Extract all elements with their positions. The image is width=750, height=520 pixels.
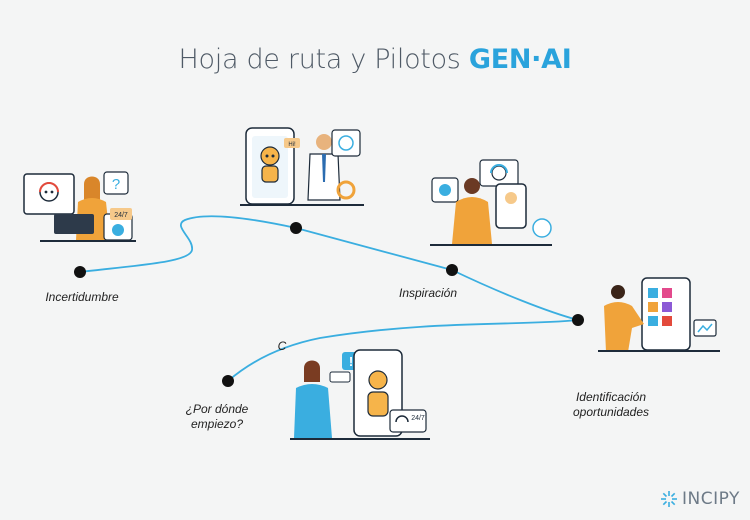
label-empiezo: ¿Por dónde empiezo?: [172, 402, 262, 432]
label-c: C: [277, 339, 287, 353]
robot-head-icon: [491, 165, 507, 181]
milestone-dot-incertidumbre: [74, 266, 86, 278]
globe-icon: [338, 135, 354, 151]
support-hours-badge: 24/7: [114, 212, 128, 219]
illustration-tablet-user: [430, 159, 552, 246]
illustration-app-screen: [598, 277, 720, 352]
support-hours-badge-2: 24/7: [411, 415, 425, 422]
title-main: Hoja de ruta y Pilotos: [178, 44, 461, 75]
brand-logo: INCIPY: [660, 489, 740, 509]
gear-icon: [336, 180, 356, 200]
chart-icon: [112, 224, 124, 236]
label-identificacion-line2: oportunidades: [572, 405, 650, 419]
label-empiezo-line2: empiezo?: [190, 417, 244, 431]
robot-icon: [368, 370, 388, 390]
brand-name: INCIPY: [682, 489, 740, 509]
milestone-dot-inspiracion: [446, 264, 458, 276]
illustration-thinking-woman: ! 24/7: [290, 349, 430, 440]
label-inspiracion: Inspiración: [398, 286, 458, 300]
help-bubble: [103, 171, 129, 195]
label-identificacion-line1: Identificación: [575, 390, 647, 404]
pie-icon: [439, 184, 451, 196]
milestone-dot-top: [290, 222, 302, 234]
illustration-support-agent: ? 24/7: [23, 171, 136, 242]
milestone-dot-identificacion: [572, 314, 584, 326]
tablet-icon: [495, 183, 527, 229]
label-empiezo-line1: ¿Por dónde: [185, 402, 249, 416]
milestone-dot-empiezo: [222, 375, 234, 387]
page-title: Hoja de ruta y Pilotos GEN·AI: [0, 44, 750, 75]
chat-badge: Hi!: [288, 142, 296, 148]
label-identificacion: Identificación oportunidades: [556, 390, 666, 420]
alert-badge-text: !: [349, 354, 353, 369]
robot-icon: [260, 146, 280, 166]
illustration-phone-robot: Hi!: [240, 127, 364, 206]
label-incertidumbre: Incertidumbre: [45, 290, 119, 304]
help-badge-text: ?: [112, 176, 120, 193]
incipy-logo-icon: [661, 491, 677, 507]
headset-icon: [395, 415, 409, 423]
title-accent: GEN·AI: [468, 44, 572, 75]
road-line: [79, 215, 579, 382]
